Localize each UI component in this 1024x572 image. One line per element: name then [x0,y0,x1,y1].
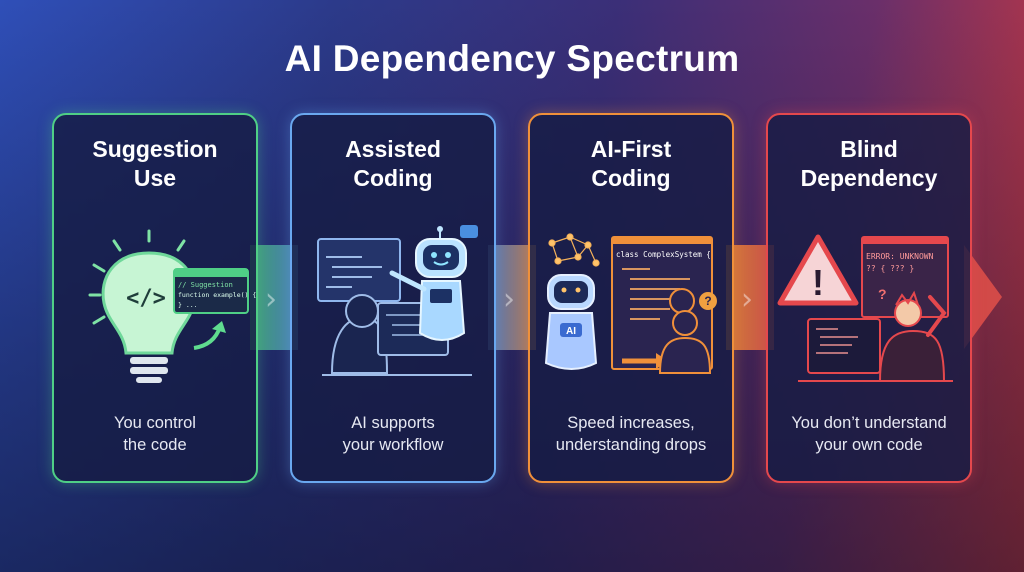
robot-assistant-icon [317,225,478,376]
svg-text:?: ? [704,294,711,308]
svg-text:} ...: } ... [178,301,198,309]
svg-text:function example() {: function example() { [178,291,256,299]
svg-text:AI: AI [566,326,576,337]
ai-robot-network-icon: AI class ComplexSystem { ? [544,233,717,374]
chevron-right-icon: › [741,282,753,317]
svg-text:</>: </> [126,286,166,311]
page-title: AI Dependency Spectrum [284,38,740,79]
warning-confused-dev-icon: ERROR: UNKNOWN ?? { ??? } ! ? [777,234,953,382]
lightbulb-code-icon: </> // Suggestion function example() { }… [88,229,256,383]
svg-text:?: ? [878,286,887,302]
chevron-right-icon: › [503,282,515,317]
stage-description: Speed increases,understanding drops [555,414,707,454]
svg-text:class ComplexSystem {: class ComplexSystem { [616,250,711,259]
chevron-right-icon: › [265,282,277,317]
svg-text:ERROR: UNKNOWN: ERROR: UNKNOWN [866,252,934,261]
svg-text:// Suggestion: // Suggestion [178,281,233,289]
svg-text:!: ! [812,262,824,303]
svg-text:?? { ??? }: ?? { ??? } [866,264,914,273]
